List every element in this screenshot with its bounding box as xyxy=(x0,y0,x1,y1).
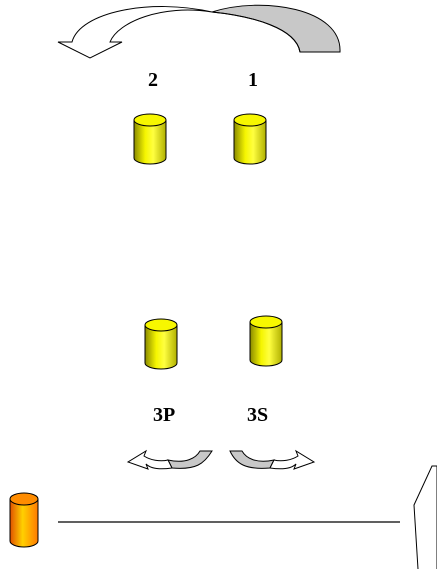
orange-cylinder-icon xyxy=(9,492,39,548)
label-cylinder-3p: 3P xyxy=(153,404,175,426)
cylinder-3s-icon xyxy=(249,315,283,367)
cylinder-1-icon xyxy=(233,113,267,165)
curved-arrow-right-icon xyxy=(229,449,316,470)
label-cylinder-3s: 3S xyxy=(247,404,268,426)
curved-arrow-left-icon xyxy=(126,449,213,470)
partial-arrow-shape xyxy=(413,465,437,569)
label-cylinder-1: 1 xyxy=(248,69,258,91)
label-cylinder-2: 2 xyxy=(148,69,158,91)
cylinder-3p-icon xyxy=(144,318,178,370)
cylinder-2-icon xyxy=(133,113,167,165)
top-curved-arrow-icon xyxy=(57,4,341,59)
